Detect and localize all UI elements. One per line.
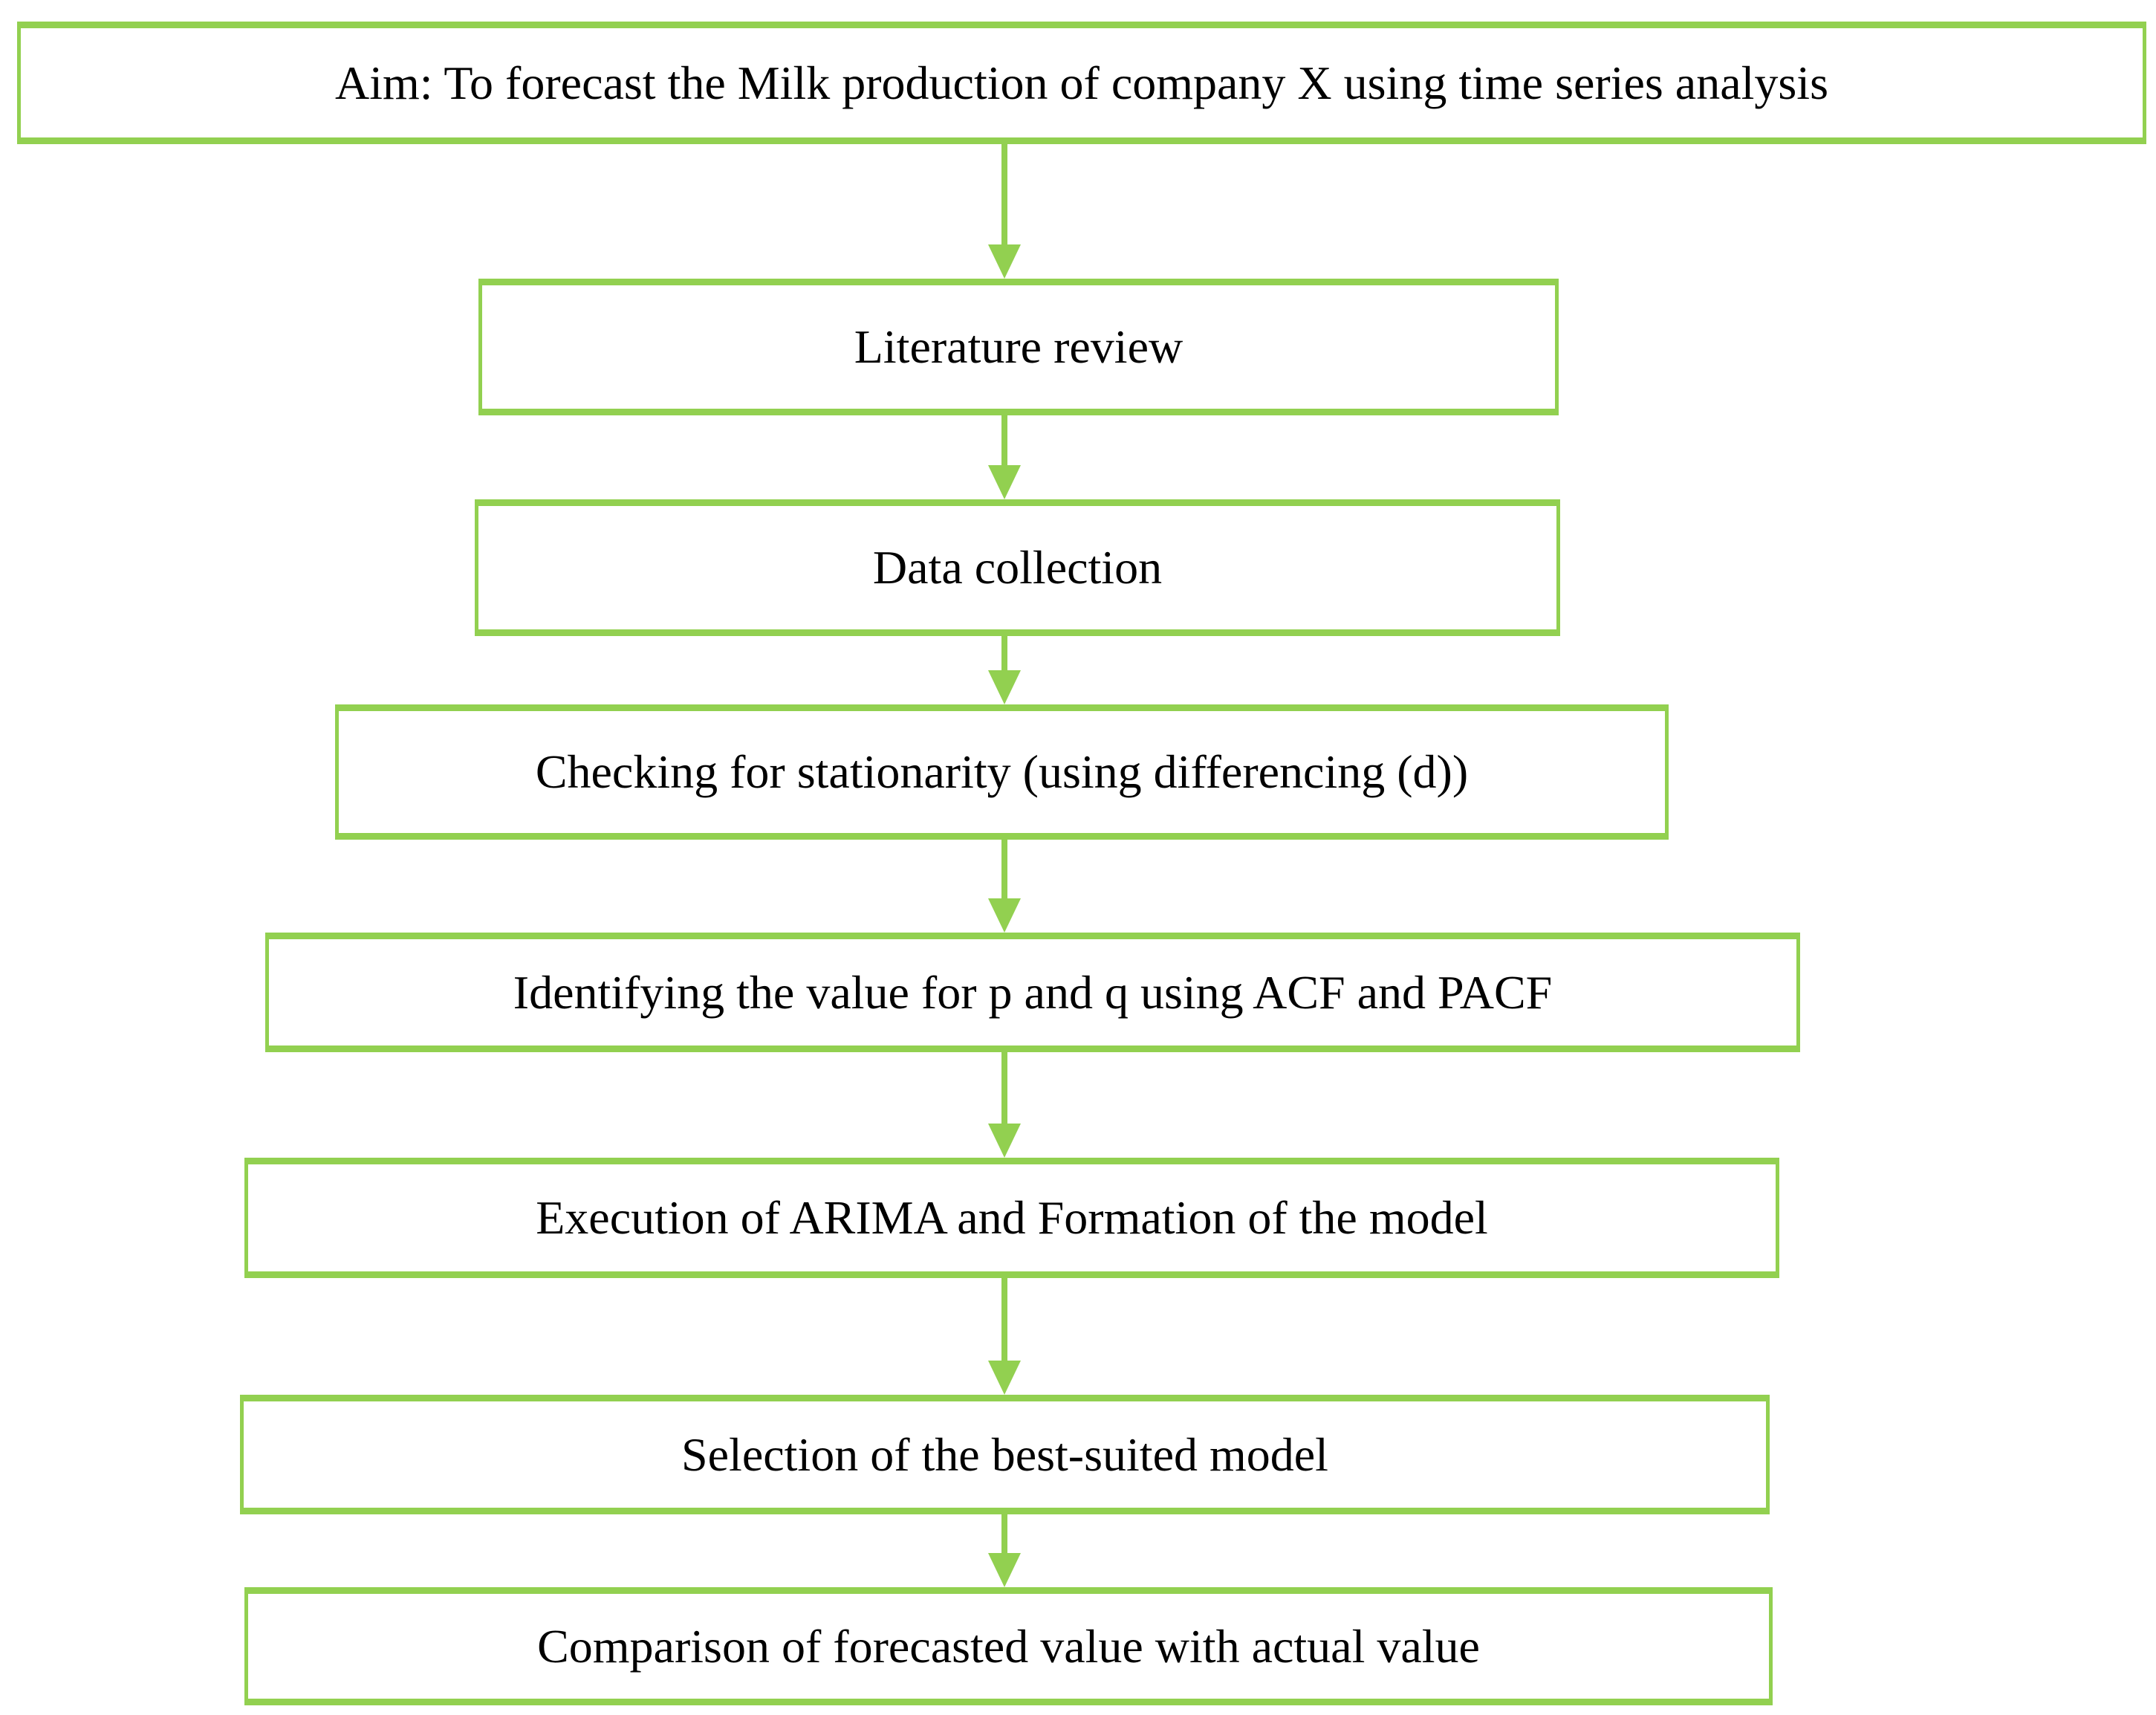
arrow-stem	[1001, 636, 1007, 672]
arrow-head-icon	[988, 1553, 1021, 1587]
step-box-model-selection: Selection of the best-suited model	[240, 1395, 1770, 1514]
arrow-head-icon	[988, 1124, 1021, 1158]
step-label: Identifying the value for p and q using …	[513, 965, 1553, 1019]
arrow-stem	[1001, 1277, 1007, 1362]
step-box-checking-stationarity: Checking for stationarity (using differe…	[335, 704, 1669, 840]
step-label: Comparison of forecasted value with actu…	[537, 1619, 1480, 1673]
step-box-data-collection: Data collection	[475, 499, 1560, 636]
arrow-head-icon	[988, 898, 1021, 933]
step-label: Selection of the best-suited model	[681, 1427, 1328, 1481]
down-arrow	[988, 1513, 1021, 1587]
step-box-aim: Aim: To forecast the Milk production of …	[17, 22, 2146, 144]
step-label: Data collection	[872, 541, 1163, 594]
arrow-stem	[1001, 1051, 1007, 1125]
arrow-stem	[1001, 144, 1007, 246]
down-arrow	[988, 1051, 1021, 1158]
arrow-head-icon	[988, 1361, 1021, 1395]
step-box-execution-arima: Execution of ARIMA and Formation of the …	[244, 1158, 1779, 1278]
down-arrow	[988, 144, 1021, 279]
step-label: Literature review	[854, 320, 1183, 374]
down-arrow	[988, 412, 1021, 499]
step-label: Aim: To forecast the Milk production of …	[335, 56, 1828, 109]
step-box-identify-p-q: Identifying the value for p and q using …	[265, 933, 1800, 1052]
down-arrow	[988, 838, 1021, 933]
arrow-head-icon	[988, 465, 1021, 499]
arrow-head-icon	[988, 244, 1021, 279]
step-box-comparison: Comparison of forecasted value with actu…	[244, 1587, 1773, 1705]
arrow-stem	[1001, 412, 1007, 467]
arrow-stem	[1001, 838, 1007, 900]
down-arrow	[988, 1277, 1021, 1395]
arrow-stem	[1001, 1513, 1007, 1554]
step-box-literature-review: Literature review	[478, 279, 1559, 415]
down-arrow	[988, 636, 1021, 704]
arrow-head-icon	[988, 670, 1021, 704]
step-label: Checking for stationarity (using differe…	[535, 745, 1469, 799]
step-label: Execution of ARIMA and Formation of the …	[536, 1191, 1488, 1245]
